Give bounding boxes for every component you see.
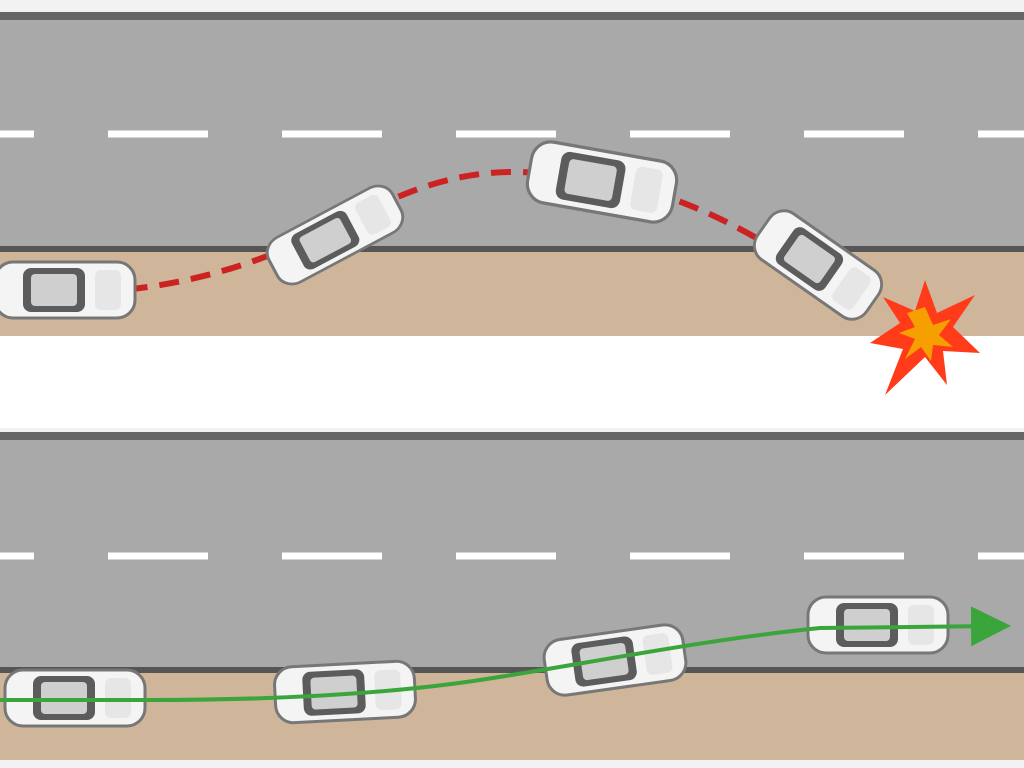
- safe-trajectory: [0, 606, 1011, 702]
- bottom-scenario: [0, 432, 1024, 768]
- median: [0, 336, 1024, 428]
- top-scenario: [0, 12, 1024, 428]
- bottom-edge-line: [0, 667, 1024, 673]
- car-start: [0, 260, 137, 320]
- bottom-shoulder: [0, 673, 1024, 760]
- bottom-road-edge: [0, 432, 1024, 440]
- top-road-edge: [0, 12, 1024, 20]
- collision-icon: [870, 280, 980, 395]
- top-edge-line: [0, 246, 1024, 252]
- bottom-page-edge: [0, 760, 1024, 768]
